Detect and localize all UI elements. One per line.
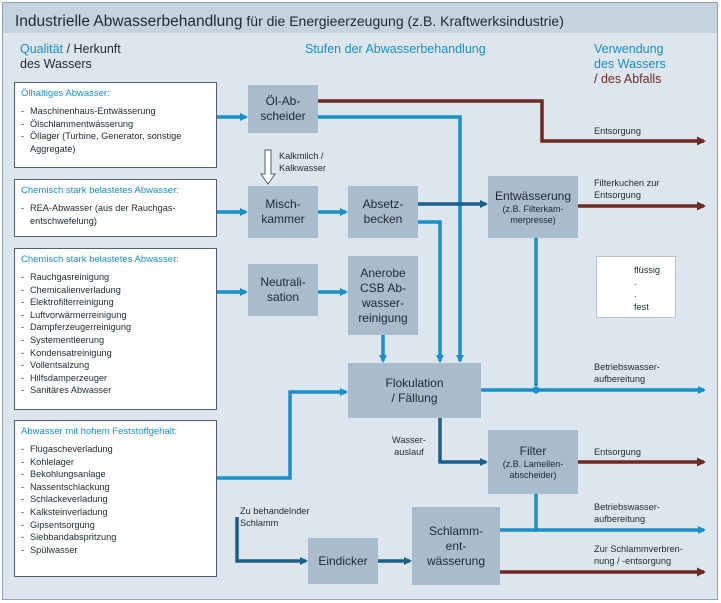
flow-sludge-eindicker [235,517,308,565]
label-sludge-input: Zu behandelnder Schlamm [240,506,310,528]
flow-oil-to-flok [318,115,464,363]
legend-label-sludge-b: . [634,289,637,299]
list-item: Flugascheverladung [21,443,210,456]
process-oil-separator: Öl-Ab- scheider [248,85,318,133]
legend-label-liquid: flüssig [634,265,661,275]
process-anaerobic-treatment: Anerobe CSB Ab- wasser- reinigung [348,256,418,335]
flow-solids-source [217,388,348,480]
list-item: REA-Abwasser (aus der Rauchgas-entschwef… [21,202,210,227]
list-item: Kondensatreinigung [21,347,210,360]
list-item: Schlackeverladung [21,493,210,506]
list-item: Gipsentsorgung [21,519,210,532]
dewatering-subtitle: (z.B. Filterkam- merpresse) [502,203,564,225]
flow-absetz-flok [418,220,444,363]
source-box-chem: Chemisch stark belastetes Abwasser: Rauc… [14,248,217,410]
list-item: Kohlelager [21,456,210,469]
list-item: Sanitäres Abwasser [21,384,210,397]
list-item: Hilfsdamperzeuger [21,372,210,385]
dewatering-title: Entwässerung [494,188,572,203]
source-solids-heading: Abwasser mit hohem Feststoffgehalt: [21,426,178,437]
output-process-water-1: Betriebswasser- aufbereitung [594,362,660,384]
source-oil-heading: Ölhaltiges Abwasser: [21,88,110,99]
list-item: Ölschlammentwässerung [21,118,210,131]
process-filter: Filter (z.B. Lamellen- abscheider) [488,430,578,494]
header-usage-c: / des Abfalls [594,72,662,86]
list-item: Kalksteinverladung [21,506,210,519]
source-box-rea: Chemisch stark belastetes Abwasser: REA-… [14,179,217,237]
output-filtercake: Filterkuchen zur Entsorgung [594,178,660,200]
list-item: Dampferzeugerreinigung [21,321,210,334]
legend-label-solid: fest [634,302,649,312]
output-process-water-2: Betriebswasser- aufbereitung [594,502,660,524]
title-rest: für die Energieerzeugung (z.B. Kraftwerk… [242,13,564,29]
source-chem-heading: Chemisch stark belastetes Abwasser: [21,254,179,265]
header-usage-a: Verwendung [594,42,664,56]
source-box-solids: Abwasser mit hohem Feststoffgehalt: Flug… [14,420,217,577]
list-item: Nassentschlackung [21,481,210,494]
list-item: Maschinenhaus-Entwässerung [21,105,210,118]
list-item: Vollentsalzung [21,359,210,372]
header-quality-a: Qualität [20,42,64,56]
source-box-oil: Ölhaltiges Abwasser: Maschinenhaus-Entwä… [14,82,217,168]
list-item: Elektrofilterreinigung [21,296,210,309]
list-item: Luftvorwärmerreinigung [21,309,210,322]
list-item: Öllager (Turbine, Generator, sonstige Ag… [21,130,210,155]
header-quality-c: des Wassers [20,57,92,71]
process-sludge-dewatering: Schlamm- ent- wässerung [412,507,500,585]
legend-label-sludge-a: . [634,277,637,287]
header-usage-b: des Wassers [594,57,666,71]
list-item: Systementleerung [21,334,210,347]
header-usage: Verwendung des Wassers / des Abfalls [594,42,666,87]
source-rea-heading: Chemisch stark belastetes Abwasser: [21,185,179,196]
process-settling-tank: Absetz- becken [348,186,418,238]
list-item: Spülwasser [21,544,210,557]
filter-title: Filter [519,443,547,458]
output-disposal-oil: Entsorgung [594,126,641,136]
label-water-outlet: Wasser- auslauf [392,435,426,457]
process-flocculation: Flokulation / Fällung [348,363,481,418]
header-quality-b: / Herkunft [63,42,121,56]
header-stages: Stufen der Abwasserbehandlung [305,42,486,56]
title-bar: Industrielle Abwasserbehandlung für die … [3,3,717,33]
list-item: Chemicalienverladung [21,284,210,297]
kalkmilch-arrow [260,149,276,185]
list-item: Rauchgasreinigung [21,271,210,284]
process-thickener: Eindicker [308,538,378,584]
filter-subtitle: (z.B. Lamellen- abscheider) [502,458,564,480]
output-sludge-incineration: Zur Schlammverbren- nung / -entsorgung [594,544,683,566]
title-main: Industrielle Abwasserbehandlung [15,13,243,30]
diagram-title: Industrielle Abwasserbehandlung für die … [15,13,564,31]
flow-flok-filter [438,418,488,466]
process-dewatering: Entwässerung (z.B. Filterkam- merpresse) [488,176,578,238]
label-kalkmilch: Kalkmilch / Kalkwasser [279,151,326,173]
list-item: Siebbandabspritzung [21,531,210,544]
list-item: Bekohlungsanlage [21,468,210,481]
process-neutralization: Neutrali- sation [248,264,318,316]
junction-dot [532,386,540,394]
flow-oil-disposal [318,99,706,146]
legend: flüssig . . fest [596,256,676,318]
header-quality: Qualität / Herkunft des Wassers [20,42,121,72]
output-disposal-filter: Entsorgung [594,447,641,457]
process-mixing-chamber: Misch- kammer [248,186,318,238]
